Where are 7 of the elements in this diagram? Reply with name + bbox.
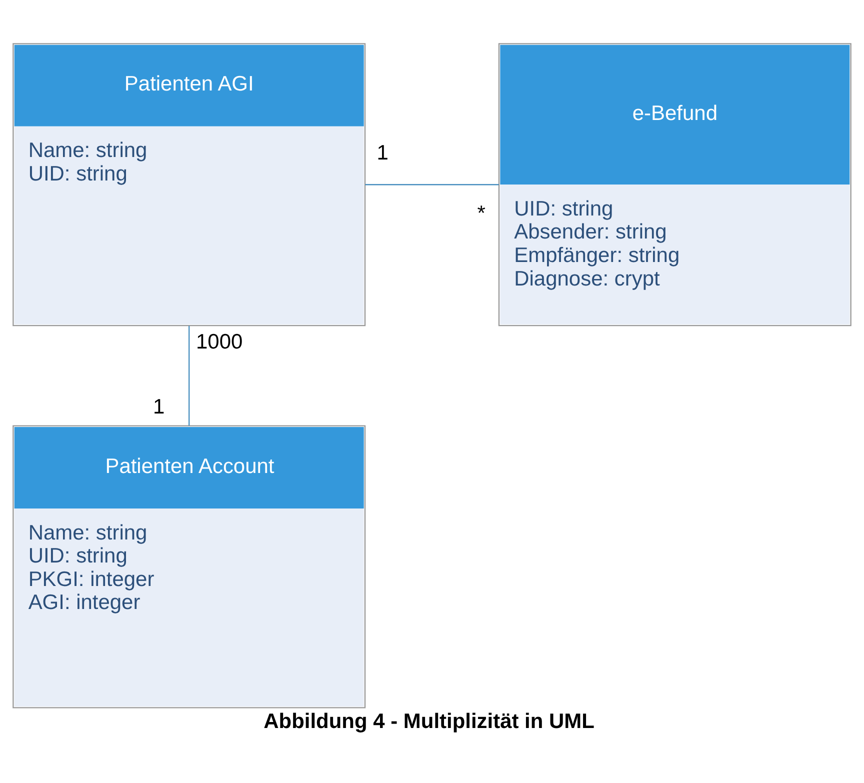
- label: 1000: [196, 330, 243, 353]
- label: *: [477, 202, 486, 225]
- label: 1: [152, 394, 165, 418]
- caption: Abbildung 4 - Multiplizität in UML: [264, 709, 594, 732]
- connector: [188, 325, 190, 426]
- label: 1: [376, 140, 388, 164]
- connector: [365, 184, 499, 185]
